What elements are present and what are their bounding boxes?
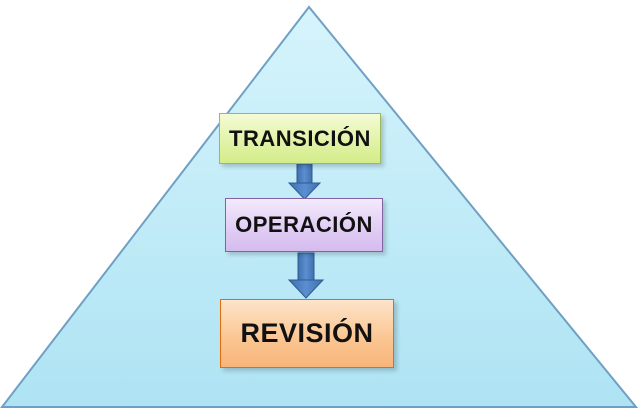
step-revision-label: REVISIÓN (240, 318, 374, 348)
step-operacion: OPERACIÓN (225, 198, 383, 252)
step-transicion: TRANSICIÓN (219, 113, 381, 164)
step-transicion-label: TRANSICIÓN (229, 125, 371, 151)
arrow-down-icon (287, 252, 325, 299)
step-operacion-label: OPERACIÓN (235, 212, 373, 237)
step-revision: REVISIÓN (220, 299, 394, 368)
arrow-down-icon (287, 163, 322, 200)
